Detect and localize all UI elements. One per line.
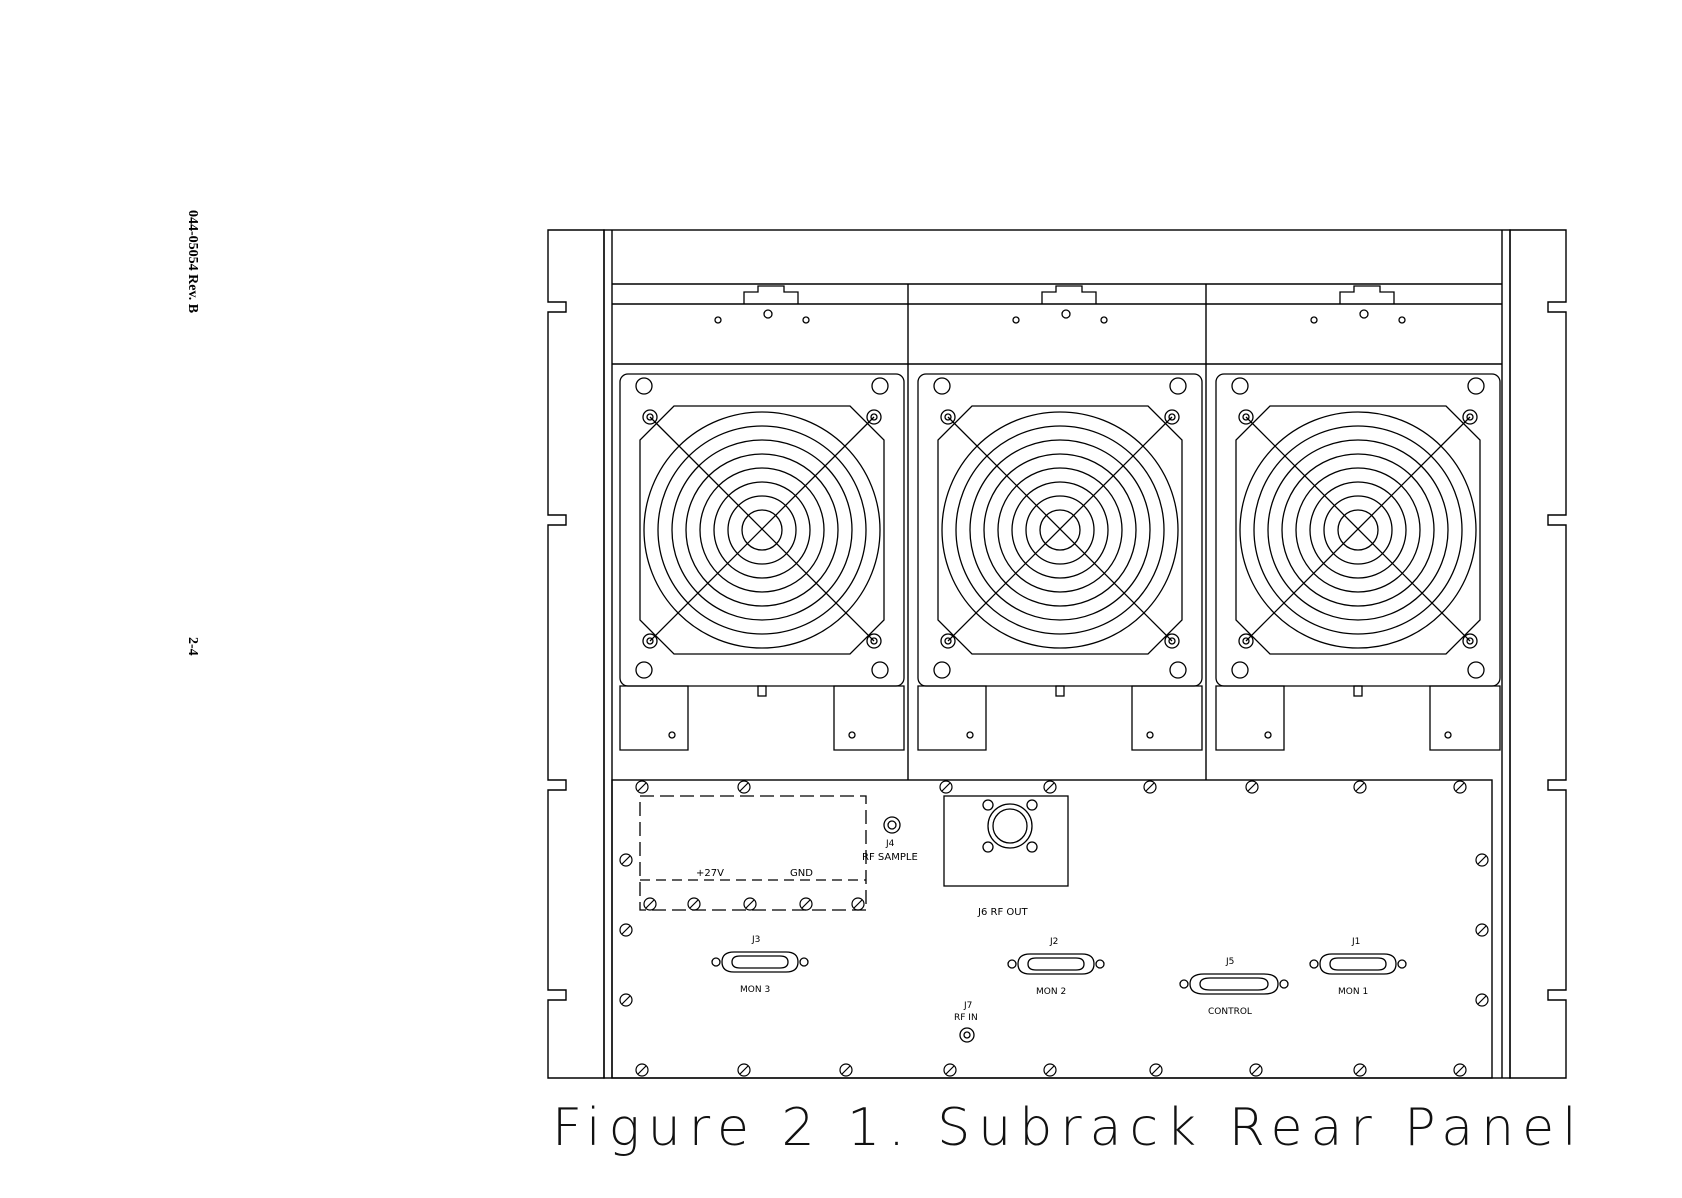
mon2-label: MON 2 [1036,987,1066,997]
fan-1 [620,286,904,750]
panel-screw [1144,781,1156,793]
j1-mon1-connector [1310,954,1406,974]
panel-screw [1250,1064,1262,1076]
panel-screw [620,994,632,1006]
j2-mon2-connector [1008,954,1104,974]
j2-label: J2 [1049,937,1058,947]
panel-screw [1476,924,1488,936]
connector-panel [612,780,1492,1078]
rf-sample-label: RF SAMPLE [862,852,918,863]
power-terminal-block [640,796,866,910]
panel-screw [940,781,952,793]
j3-label: J3 [751,935,760,945]
right-rack-ear [1510,230,1566,1078]
j5-label: J5 [1225,957,1234,967]
panel-screw [636,1064,648,1076]
j4-label: J4 [885,839,895,849]
rf-in-label: RF IN [954,1013,978,1023]
j5-control-connector [1180,974,1288,994]
figure-caption: Figure 2 1. Subrack Rear Panel [552,1098,1585,1158]
panel-screw [800,898,812,910]
panel-screw [636,781,648,793]
mon3-label: MON 3 [740,985,770,995]
panel-screw [644,898,656,910]
panel-screw [1044,1064,1056,1076]
j3-mon3-connector [712,952,808,972]
panel-screw [1044,781,1056,793]
panel-screw [1454,1064,1466,1076]
panel-screw [620,924,632,936]
plus-27v-label: +27V [696,868,724,879]
j6-rf-out-label: J6 RF OUT [977,907,1029,918]
panel-screw [620,854,632,866]
panel-screw [1476,854,1488,866]
panel-screw [738,1064,750,1076]
j1-label: J1 [1351,937,1360,947]
j4-rf-sample-connector [884,817,900,833]
fan-2 [918,286,1202,750]
panel-screw [688,898,700,910]
panel-screw [1150,1064,1162,1076]
mon1-label: MON 1 [1338,987,1368,997]
panel-screw [1354,1064,1366,1076]
panel-screw [744,898,756,910]
panel-screw [1246,781,1258,793]
panel-screw [1454,781,1466,793]
fan-3 [1216,286,1500,750]
panel-screw [840,1064,852,1076]
left-rack-ear [548,230,604,1078]
j7-rf-in-connector [960,1028,974,1042]
panel-screw [738,781,750,793]
j7-label: J7 [963,1001,972,1011]
gnd-label: GND [790,868,813,879]
control-label: CONTROL [1208,1007,1252,1017]
panel-screw [1354,781,1366,793]
panel-screw [1476,994,1488,1006]
panel-screw [852,898,864,910]
panel-screw [944,1064,956,1076]
